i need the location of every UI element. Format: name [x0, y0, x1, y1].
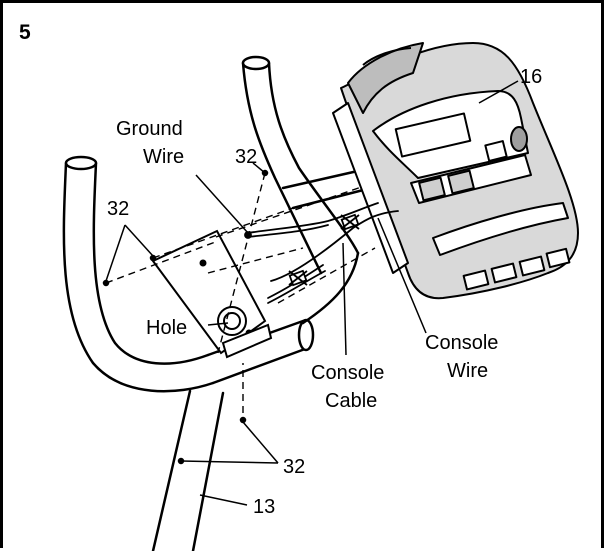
label-frame: 13 — [253, 496, 275, 518]
labels: Ground Wire 32 32 16 Hole Console Cable … — [107, 66, 542, 518]
leader-lines — [105, 80, 519, 506]
label-console-wire-1: Console — [425, 332, 498, 354]
screw-bottom-b-icon — [239, 416, 247, 424]
screw-left-a-icon — [102, 279, 110, 287]
label-screw-bottom: 32 — [283, 456, 305, 478]
label-screw-top: 32 — [235, 146, 257, 168]
console — [332, 42, 579, 300]
assembly-guides — [105, 172, 376, 413]
step-number: 5 — [19, 21, 31, 44]
label-console: 16 — [520, 66, 542, 88]
label-screw-left: 32 — [107, 198, 129, 220]
label-console-cable-2: Cable — [325, 390, 377, 412]
label-console-cable-1: Console — [311, 362, 384, 384]
screw-left-b-icon — [149, 254, 157, 262]
frame-post — [151, 389, 225, 551]
connector-lower-icon — [288, 269, 308, 287]
connector-upper-icon — [340, 213, 360, 231]
label-console-wire-2: Wire — [447, 360, 488, 382]
label-ground-wire-2: Wire — [143, 146, 184, 168]
label-hole: Hole — [146, 317, 187, 339]
connectors — [244, 213, 360, 287]
assembly-diagram: 5 — [19, 21, 579, 551]
collar — [221, 323, 273, 359]
label-ground-wire-1: Ground — [116, 118, 183, 140]
